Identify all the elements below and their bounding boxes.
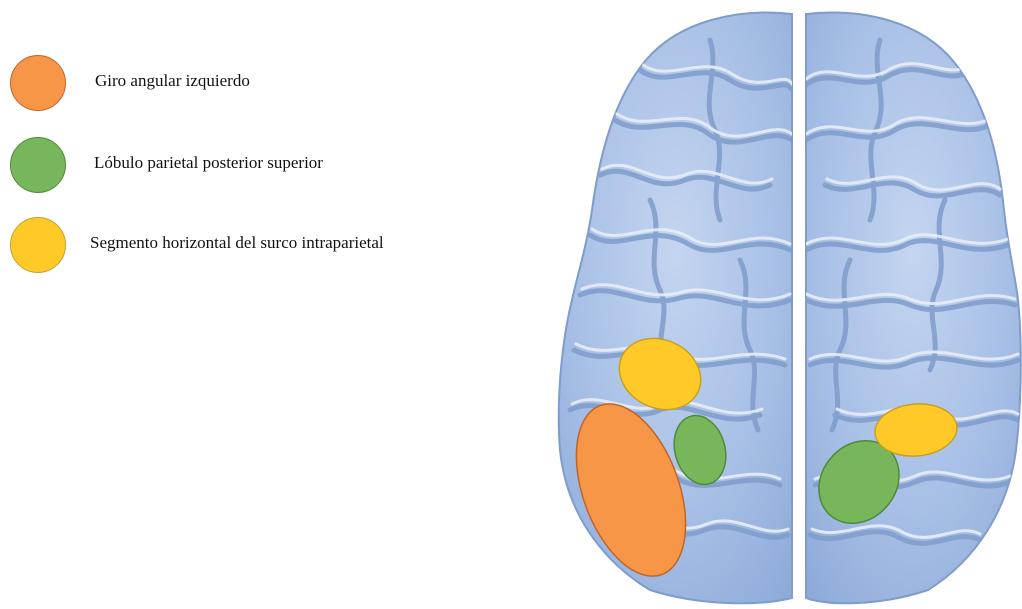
legend-item-superior-parietal: Lóbulo parietal posterior superior: [10, 137, 510, 193]
legend-label: Giro angular izquierdo: [95, 71, 250, 91]
legend: Giro angular izquierdo Lóbulo parietal p…: [0, 0, 520, 300]
legend-item-angular-gyrus: Giro angular izquierdo: [10, 55, 510, 111]
legend-label: Segmento horizontal del surco intraparie…: [90, 233, 384, 253]
green-swatch-icon: [10, 137, 66, 193]
orange-swatch-icon: [10, 55, 66, 111]
legend-item-intraparietal-sulcus: Segmento horizontal del surco intraparie…: [10, 217, 510, 273]
brain-diagram: [545, 0, 1022, 609]
legend-label: Lóbulo parietal posterior superior: [94, 153, 323, 173]
yellow-swatch-icon: [10, 217, 66, 273]
